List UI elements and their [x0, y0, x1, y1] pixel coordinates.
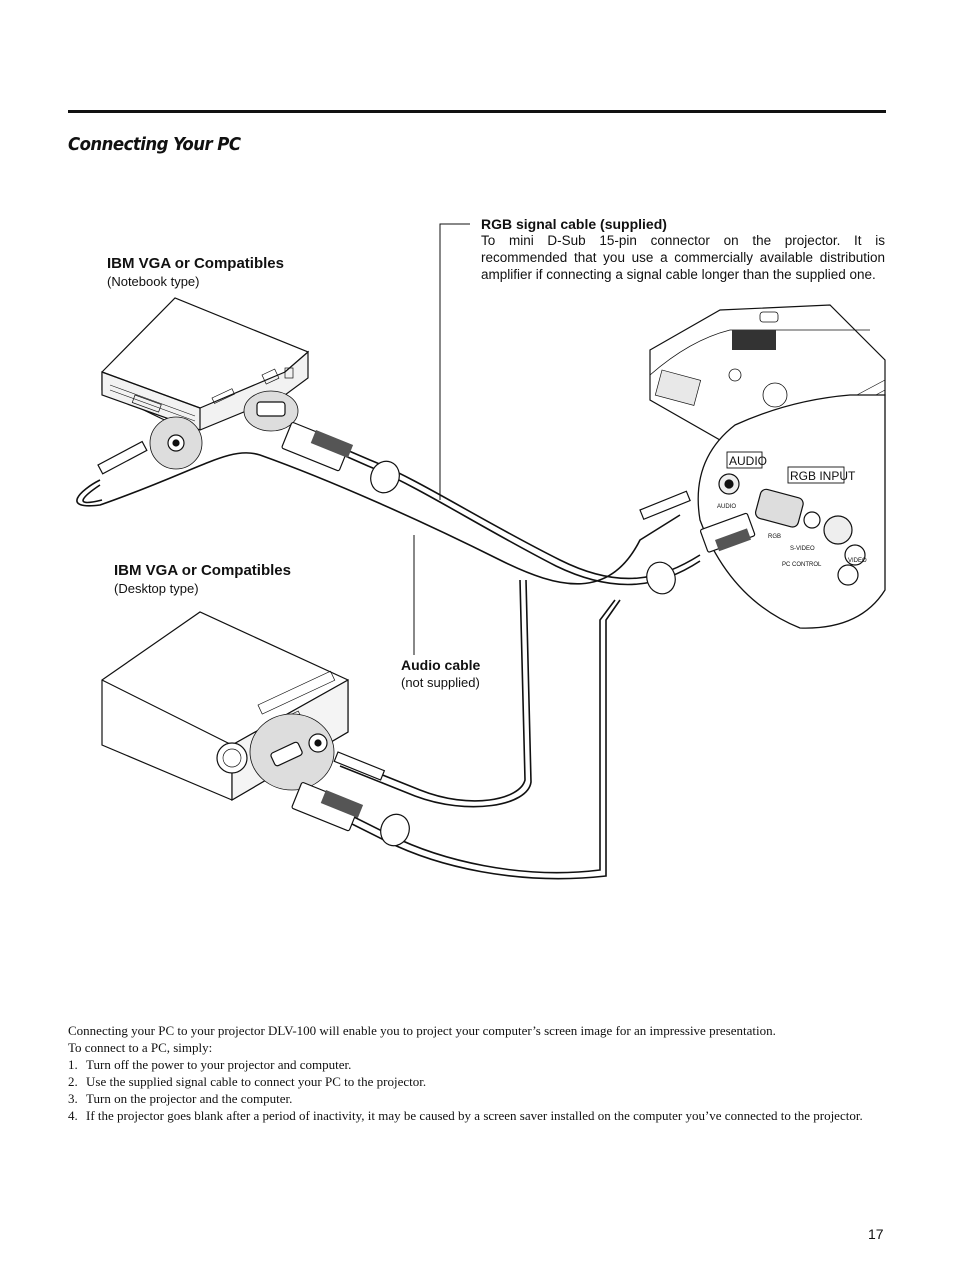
audio-cable-label: Audio cable (not supplied) [401, 657, 481, 690]
leader-lines [413, 223, 470, 655]
notebook-pc-illustration [101, 297, 310, 470]
desktop-label: IBM VGA or Compatibles (Desktop type) [114, 562, 291, 596]
svg-text:VIDEO: VIDEO [848, 558, 867, 564]
notebook-label: IBM VGA or Compatibles (Notebook type) [107, 255, 284, 289]
svg-text:PC CONTROL: PC CONTROL [782, 562, 822, 568]
intro-text: Connecting your PC to your projector DLV… [68, 1023, 776, 1038]
page-number: 17 [868, 1226, 884, 1242]
svg-text:AUDIO: AUDIO [717, 504, 736, 510]
svg-text:S-VIDEO: S-VIDEO [790, 546, 815, 552]
lead-text: To connect to a PC, simply: [68, 1040, 213, 1055]
cable-connectors [97, 422, 756, 847]
list-item: 3.Turn on the projector and the computer… [68, 1091, 293, 1106]
page-title: Connecting Your PC [68, 134, 241, 155]
list-item: 2.Use the supplied signal cable to conne… [68, 1074, 427, 1089]
svg-text:RGB: RGB [768, 534, 781, 540]
instructions: Connecting your PC to your projector DLV… [68, 1022, 888, 1124]
svg-text:AUDIO: AUDIO [729, 454, 767, 468]
audio-cable [76, 451, 681, 808]
projector-port-zoom: AUDIO RGB INPUT AUDIO RGB S-VIDEO PC CON… [697, 394, 886, 629]
desktop-pc-illustration [101, 611, 349, 802]
list-item: 4.If the projector goes blank after a pe… [68, 1108, 863, 1123]
list-item: 1.Turn off the power to your projector a… [68, 1057, 352, 1072]
rgb-cable-label: RGB signal cable (supplied) To mini D-Su… [481, 216, 885, 282]
svg-text:RGB INPUT: RGB INPUT [790, 469, 856, 483]
steps-list: 1.Turn off the power to your projector a… [68, 1056, 888, 1124]
top-rule [68, 110, 886, 113]
